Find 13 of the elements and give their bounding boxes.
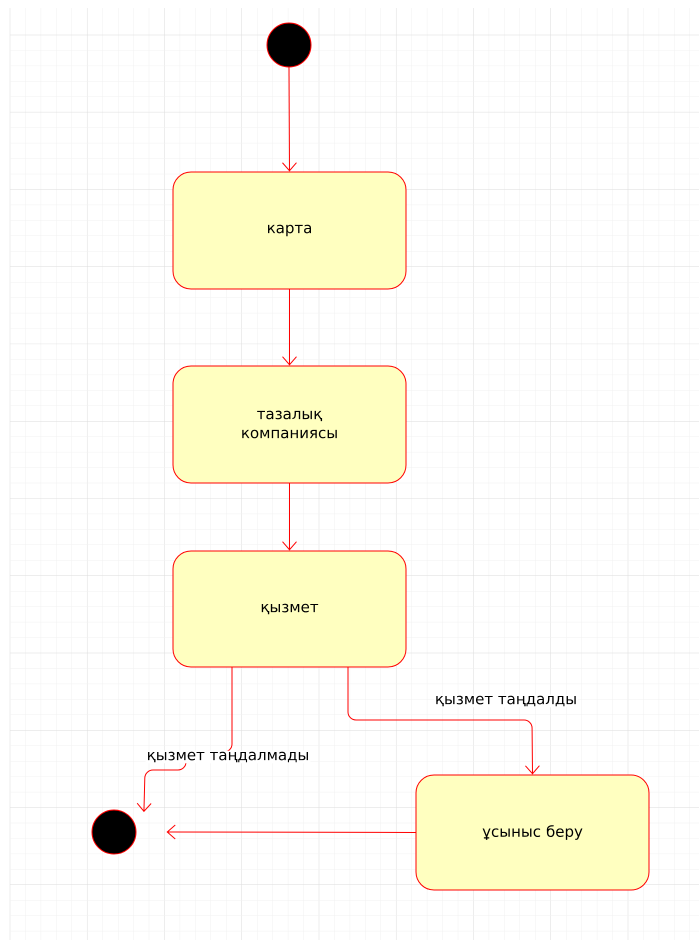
state-box: ұсыныс беру [416, 774, 650, 890]
arrow [166, 824, 416, 840]
state-box: карта [172, 172, 406, 290]
arrow [282, 483, 297, 550]
arrow [282, 289, 297, 366]
state-box: қызмет [172, 550, 406, 668]
state-dot [92, 810, 136, 854]
edge-label: қызмет таңдалды [434, 694, 578, 708]
arrow [348, 667, 540, 774]
state-dot [266, 22, 312, 68]
state-box: тазалық компаниясы [172, 366, 406, 484]
edge-label: қызмет таңдалмады [146, 750, 310, 764]
arrow [282, 67, 297, 172]
